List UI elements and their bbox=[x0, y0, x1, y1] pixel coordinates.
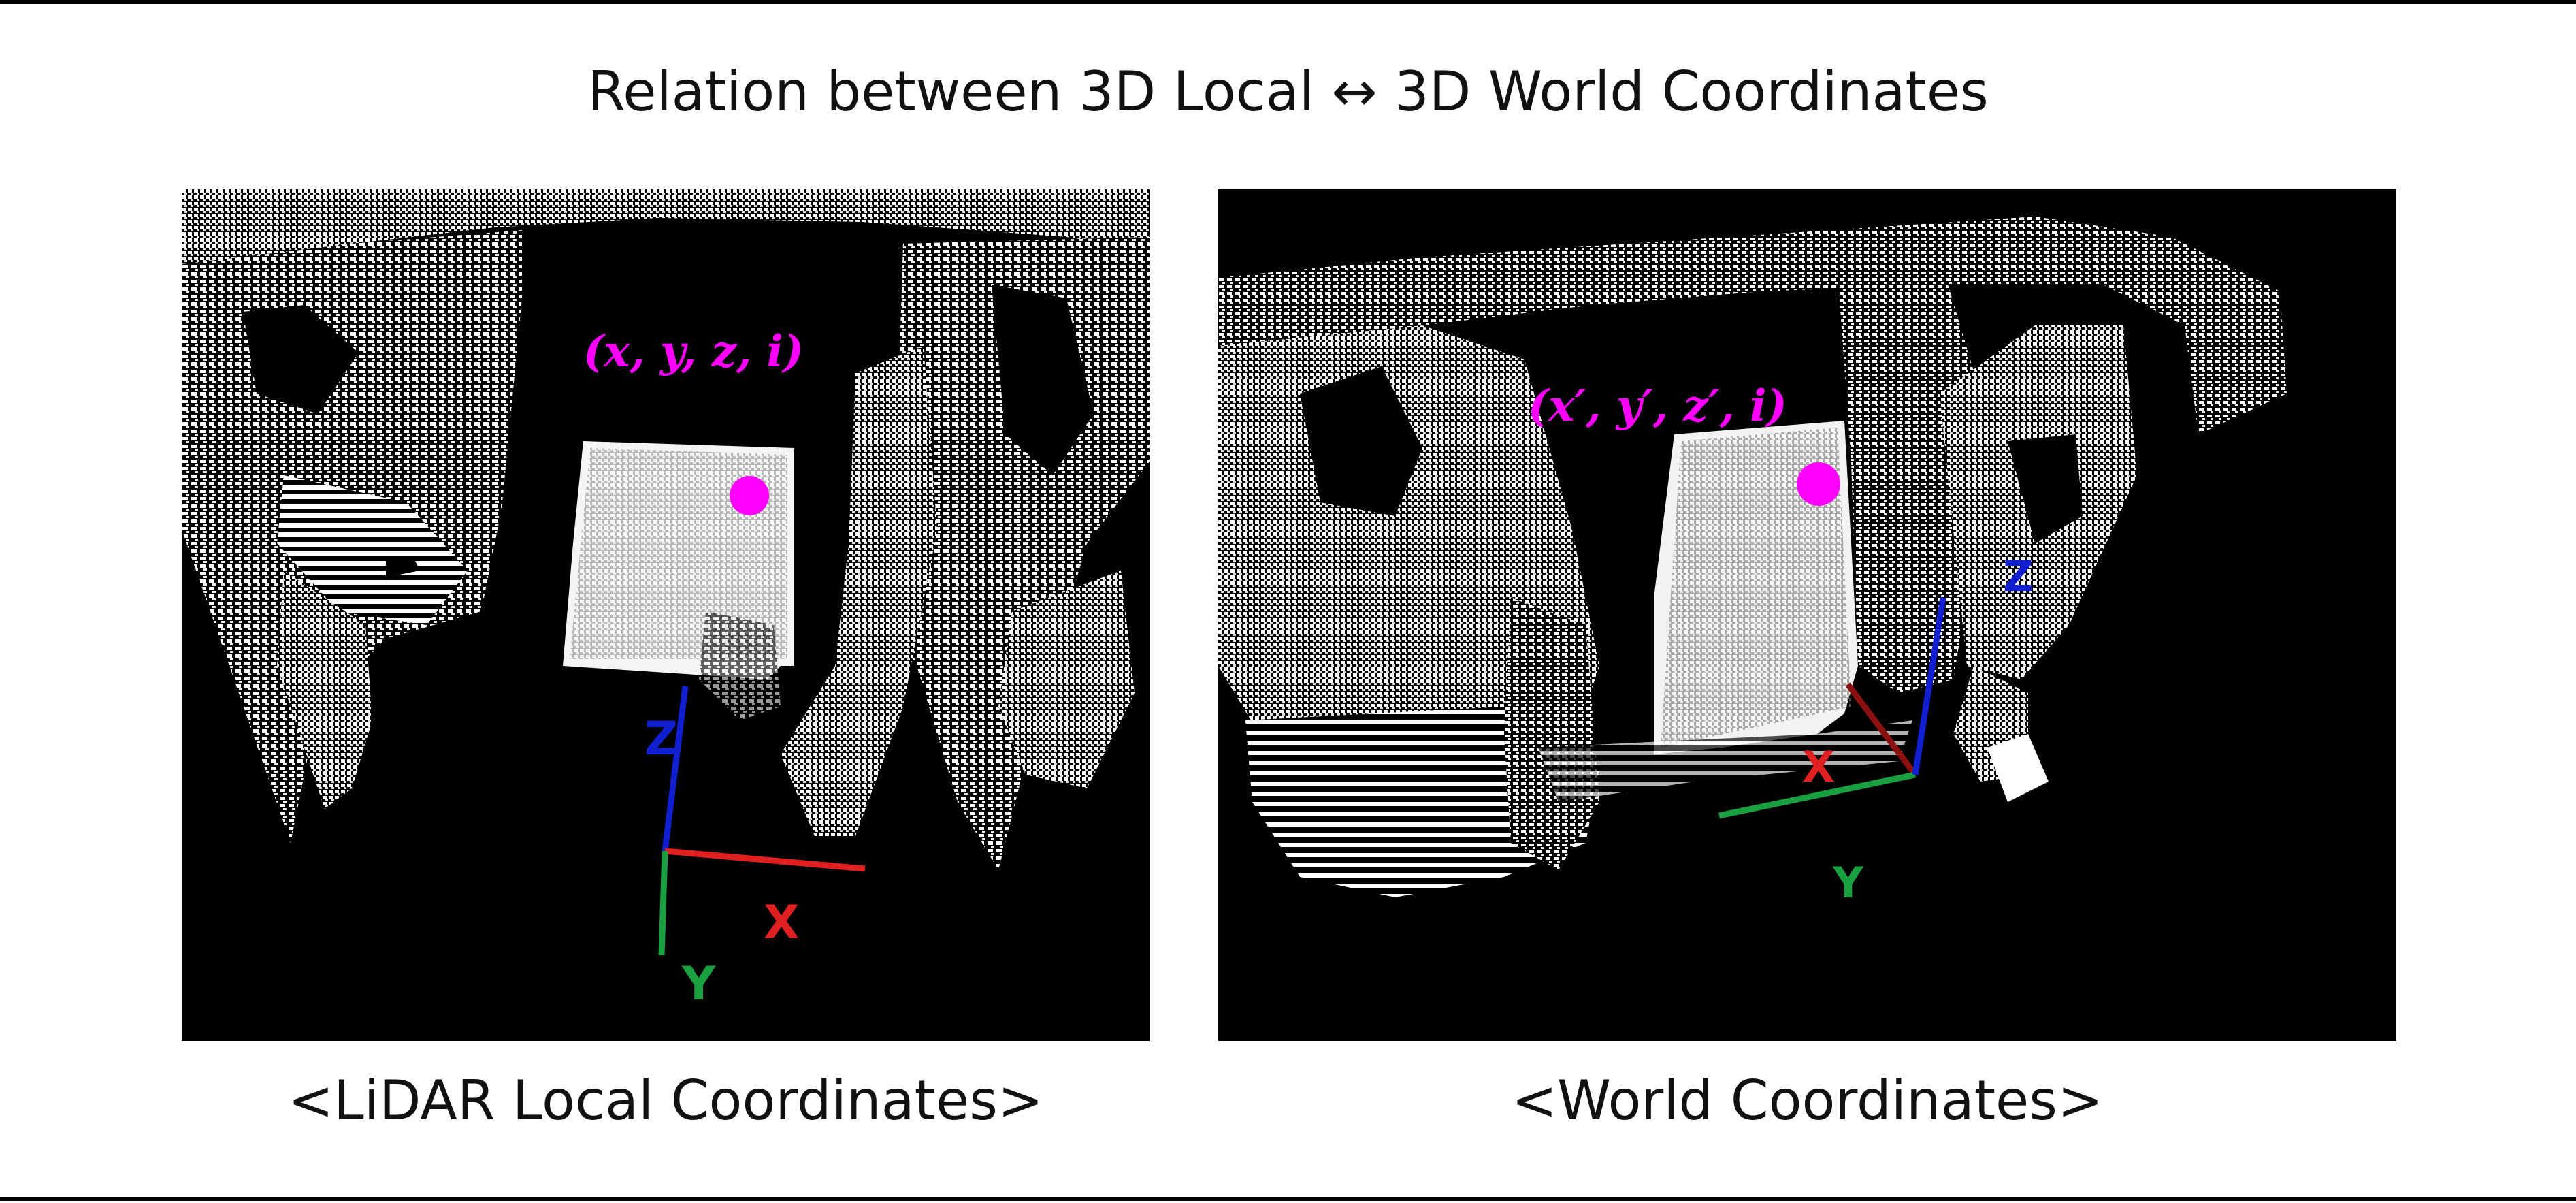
x-axis-line bbox=[664, 848, 866, 872]
x-axis-label: X bbox=[764, 896, 799, 950]
world-point-label: (x′, y′, z′, i) bbox=[1528, 381, 1787, 432]
y-axis-line bbox=[658, 850, 668, 956]
highlighted-point bbox=[1797, 462, 1840, 506]
y-axis-line bbox=[1718, 771, 1916, 819]
point-cloud bbox=[182, 189, 1150, 870]
lidar-local-caption: <LiDAR Local Coordinates> bbox=[288, 1069, 1043, 1132]
lidar-local-panel: Z X Y (x, y, z, i) bbox=[182, 189, 1150, 1041]
figure-title: Relation between 3D Local ↔ 3D World Coo… bbox=[587, 60, 1989, 123]
z-axis-line bbox=[1912, 597, 1946, 775]
highlighted-point bbox=[730, 476, 769, 515]
world-point-cloud-image: X Y Z (x′, y′, z′, i) bbox=[1218, 216, 2287, 908]
point-cloud bbox=[1218, 216, 2287, 897]
world-axes: X Y Z bbox=[1718, 551, 2034, 908]
lidar-point-cloud-image: Z X Y (x, y, z, i) bbox=[182, 189, 1150, 1011]
bottom-rule bbox=[0, 1197, 2576, 1201]
z-axis-line bbox=[662, 686, 689, 852]
z-axis-label: Z bbox=[2003, 551, 2034, 601]
top-rule bbox=[0, 0, 2576, 4]
y-axis-label: Y bbox=[681, 957, 716, 1011]
local-axes: Z X Y bbox=[645, 686, 866, 1011]
z-axis-label: Z bbox=[645, 712, 678, 766]
local-point-label: (x, y, z, i) bbox=[583, 326, 804, 377]
x-axis-label: X bbox=[1802, 742, 1835, 792]
world-panel: X Y Z (x′, y′, z′, i) bbox=[1218, 189, 2396, 1041]
x-axis-line bbox=[1845, 682, 1918, 777]
world-caption: <World Coordinates> bbox=[1512, 1069, 2103, 1132]
y-axis-label: Y bbox=[1832, 858, 1864, 908]
